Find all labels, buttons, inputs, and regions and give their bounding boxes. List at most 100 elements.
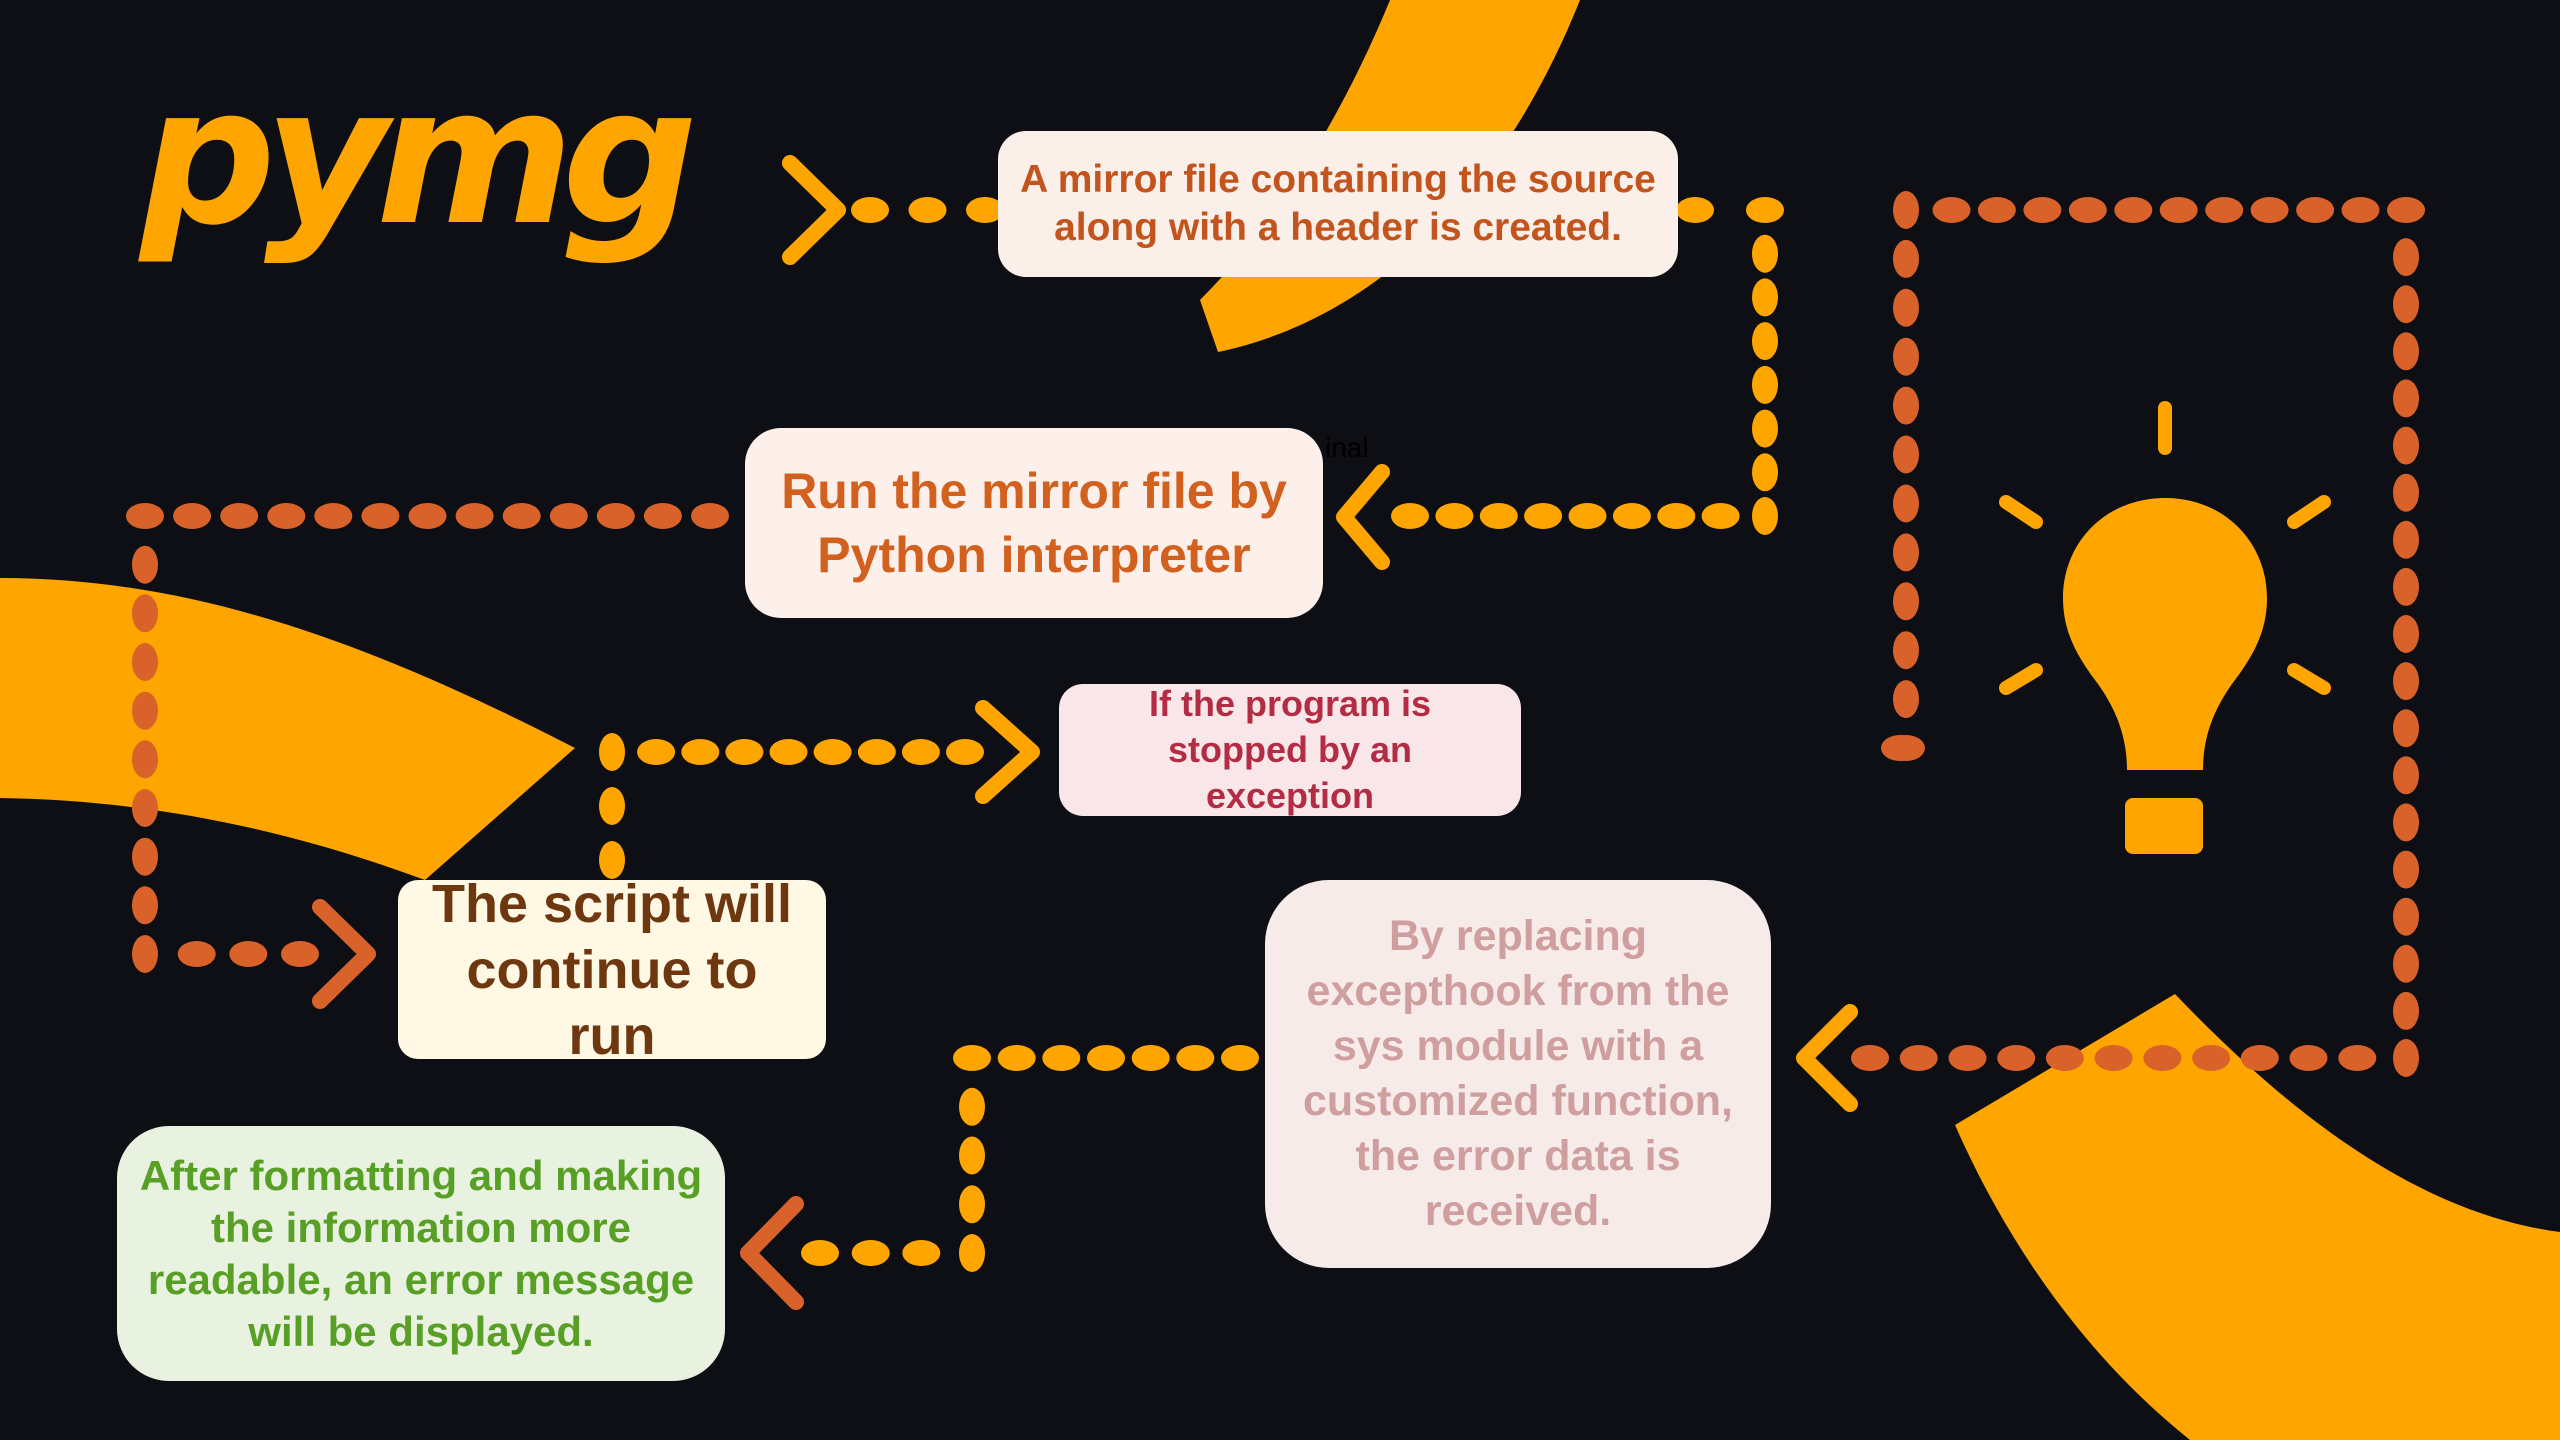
connector-dot (1899, 1045, 1938, 1071)
connector-dot (1893, 191, 1919, 229)
connector-dot (2159, 197, 2198, 223)
connector-dot (2250, 197, 2289, 223)
connector-dot (2393, 520, 2419, 559)
connector-dot (2338, 1045, 2377, 1071)
page-title: pymg (140, 46, 698, 267)
connector-dot (229, 941, 268, 967)
step-mirror-file-text: A mirror file containing the source alon… (1020, 158, 1656, 249)
connector-dot (132, 837, 158, 876)
connector-dot (1893, 239, 1919, 278)
step-error-message: After formatting and making the informat… (117, 1126, 725, 1381)
connector-dot (966, 197, 1004, 223)
step-continue-run: The script will continue to run (398, 874, 826, 1066)
connector-dot (1893, 533, 1919, 572)
step-run-mirror-text: Run the mirror file by Python interprete… (781, 463, 1287, 583)
connector-dot (1893, 484, 1919, 523)
chevron-right-icon (975, 700, 1040, 804)
connector-dot (901, 739, 940, 765)
connector-mirror-to-run (1391, 197, 1784, 535)
step-mirror-file: A mirror file containing the source alon… (998, 131, 1678, 277)
step-continue-run-text: The script will continue to run (431, 873, 793, 1066)
connector-dot (2393, 1039, 2419, 1077)
connector-run-to-continue (126, 503, 729, 973)
connector-dot (2393, 897, 2419, 936)
connector-dot (2023, 197, 2062, 223)
connector-dot (2393, 426, 2419, 465)
decorative-arc-right (1955, 994, 2560, 1440)
connector-dot (132, 886, 158, 925)
connector-dot (599, 733, 625, 771)
stray-label: inal (1325, 432, 1369, 463)
connector-dot (2393, 473, 2419, 512)
connector-dot (1893, 680, 1919, 719)
connector-bulb-loop (1851, 191, 2425, 1077)
connector-dot (1524, 503, 1563, 529)
connector-dot (2341, 197, 2380, 223)
connector-dot (946, 739, 984, 765)
chevron-right-icon (312, 899, 376, 1009)
connector-dot (1752, 497, 1778, 535)
connector-dot (2387, 197, 2425, 223)
connector-dot (953, 1045, 991, 1071)
connector-title-to-mirror (851, 197, 1004, 223)
connector-continue-to-exception (599, 733, 984, 879)
connector-dot (1391, 503, 1429, 529)
connector-dot (801, 1240, 839, 1266)
connector-dot (1676, 197, 1714, 223)
connector-dot (997, 1045, 1036, 1071)
connector-dot (959, 1234, 985, 1272)
connector-dot (681, 739, 720, 765)
connector-dot (637, 739, 676, 765)
connector-dot (2045, 1045, 2084, 1071)
connector-dot (596, 503, 635, 529)
connector-dot (599, 841, 625, 879)
connector-dot (725, 739, 764, 765)
connector-dot (1893, 582, 1919, 621)
connector-dot (2393, 991, 2419, 1030)
step-error-message-text: After formatting and making the informat… (139, 1151, 703, 1355)
connector-dot (1893, 386, 1919, 425)
connector-dot (2068, 197, 2107, 223)
step-run-mirror: Run the mirror file by Python interprete… (745, 428, 1323, 618)
connector-dot (2393, 756, 2419, 795)
connector-dot (1752, 453, 1778, 492)
connector-dot (1977, 197, 2016, 223)
connector-dot (1479, 503, 1518, 529)
decorative-arc-left (0, 578, 575, 880)
connector-dot (2289, 1045, 2328, 1071)
step-exception: If the program is stopped by an exceptio… (1059, 683, 1521, 816)
connector-dot (132, 545, 158, 584)
connector-dot (2393, 332, 2419, 371)
connector-dot (2143, 1045, 2182, 1071)
connector-dot (361, 503, 400, 529)
connector-dot (1851, 1045, 1889, 1071)
connector-dot (126, 503, 164, 529)
connector-dot (1701, 503, 1740, 529)
connector-dot (455, 503, 494, 529)
connector-dot (132, 789, 158, 827)
connector-dot (173, 503, 212, 529)
connector-dot (1932, 197, 1971, 223)
connector-dot (1087, 1045, 1125, 1071)
step-exception-text: If the program is stopped by an exceptio… (1148, 683, 1432, 816)
connector-dot (2393, 238, 2419, 277)
connector-dot (1042, 1045, 1081, 1071)
connector-dot (2240, 1045, 2279, 1071)
connector-dot (769, 739, 808, 765)
connector-dot (502, 503, 541, 529)
connector-dot (2393, 803, 2419, 842)
connector-dot (1893, 435, 1919, 474)
connector-dot (549, 503, 588, 529)
connector-dot (132, 594, 158, 633)
connector-dot (643, 503, 682, 529)
connector-dot (2393, 709, 2419, 748)
chevron-left-icon (1336, 464, 1390, 570)
step-excepthook: By replacing excepthook from the sys mod… (1265, 880, 1771, 1268)
connector-dot (2393, 285, 2419, 324)
connector-dot (1131, 1045, 1170, 1071)
connector-dot (691, 503, 729, 529)
connector-dot (1887, 735, 1925, 761)
connector-dot (2205, 197, 2244, 223)
connector-dot (1752, 234, 1778, 273)
